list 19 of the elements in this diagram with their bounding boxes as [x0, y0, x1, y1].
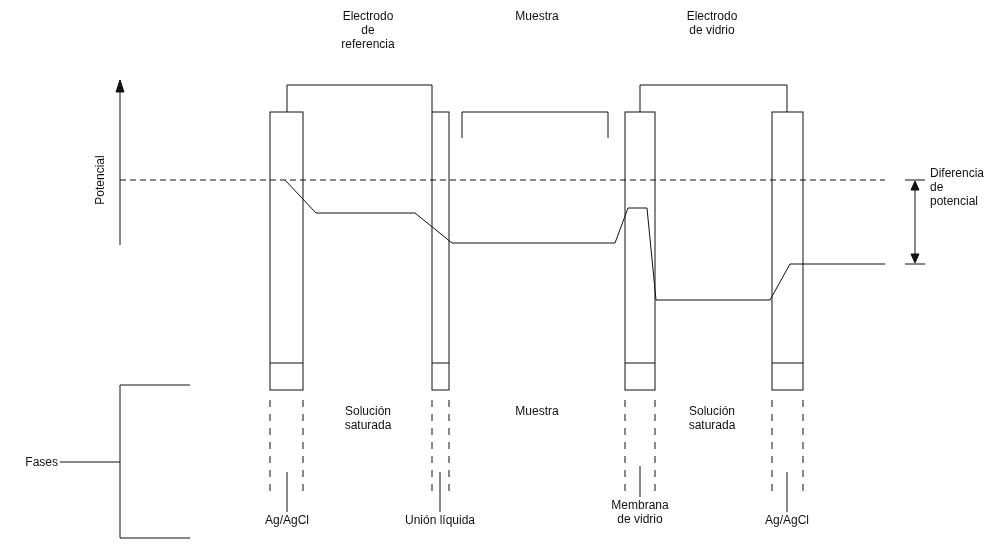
axis-label: Potencial: [93, 155, 107, 205]
phase-label: Fases: [18, 455, 58, 469]
region-label: Solución saturada: [687, 404, 737, 432]
region-label: Muestra: [514, 404, 560, 418]
bracket: [119, 384, 191, 539]
phase-label: Ag/AgCl: [252, 513, 322, 527]
leader-line: [286, 471, 288, 513]
leader-line: [439, 471, 441, 513]
region-label: Electrodo de vidrio: [685, 9, 739, 37]
leader-line: [59, 461, 121, 463]
phase-label: Membrana de vidrio: [610, 498, 670, 526]
leader-line: [786, 471, 788, 513]
region-label: Electrodo de referencia: [340, 9, 396, 51]
region-label: Solución saturada: [343, 404, 393, 432]
region-label: Muestra: [514, 9, 560, 23]
leader-line: [639, 465, 641, 498]
phase-label: Ag/AgCl: [752, 513, 822, 527]
phase-label: Unión líquida: [390, 513, 490, 527]
region-label: Diferencia de potencial: [930, 166, 986, 208]
